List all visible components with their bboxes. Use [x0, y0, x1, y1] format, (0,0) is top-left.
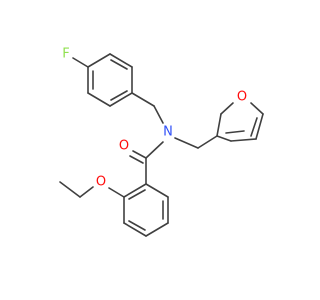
bond — [108, 187, 125, 198]
bond — [145, 183, 169, 198]
bond — [153, 105, 164, 124]
bond — [255, 113, 264, 140]
atom-fluorine: F — [59, 47, 73, 62]
atom-carbonyl-oxygen: O — [117, 139, 131, 154]
amide-nitrogen-label: N — [163, 125, 173, 140]
furan-oxygen-label: O — [237, 90, 247, 105]
furan-ring — [216, 102, 264, 142]
bond — [123, 222, 147, 237]
bond — [220, 102, 234, 115]
double-bond-inner — [250, 117, 258, 137]
bond — [145, 222, 169, 237]
benzamide-ring — [123, 183, 169, 237]
bond — [131, 92, 155, 107]
bond — [87, 92, 111, 107]
bond — [216, 113, 222, 137]
double-bond — [132, 150, 147, 159]
bond — [109, 92, 133, 107]
double-bond-inner — [225, 130, 245, 134]
double-bond-inner — [128, 220, 146, 231]
atom-amide-nitrogen: N — [161, 125, 175, 140]
bond — [145, 141, 164, 159]
double-bond-inner — [110, 59, 128, 70]
bond — [197, 135, 218, 149]
double-bond-inner — [110, 90, 128, 101]
bond — [87, 53, 111, 68]
bond — [59, 181, 81, 198]
bond — [216, 135, 232, 142]
bond — [72, 57, 89, 68]
carbonyl-oxygen-label: O — [119, 139, 129, 154]
atom-furan-oxygen: O — [235, 90, 249, 105]
double-bond-inner — [128, 189, 146, 200]
fluorine-label: F — [62, 47, 69, 62]
molecule-structure: F O N O O — [59, 47, 264, 237]
ether-oxygen-label: O — [96, 175, 106, 190]
atom-ether-oxygen: O — [94, 175, 108, 190]
bond — [109, 53, 133, 68]
fluorophenyl-ring — [87, 53, 133, 107]
bond — [174, 137, 199, 149]
bond — [123, 183, 147, 198]
bond — [79, 186, 94, 198]
bond — [250, 102, 264, 115]
bond — [230, 138, 257, 142]
double-bond — [129, 155, 144, 164]
